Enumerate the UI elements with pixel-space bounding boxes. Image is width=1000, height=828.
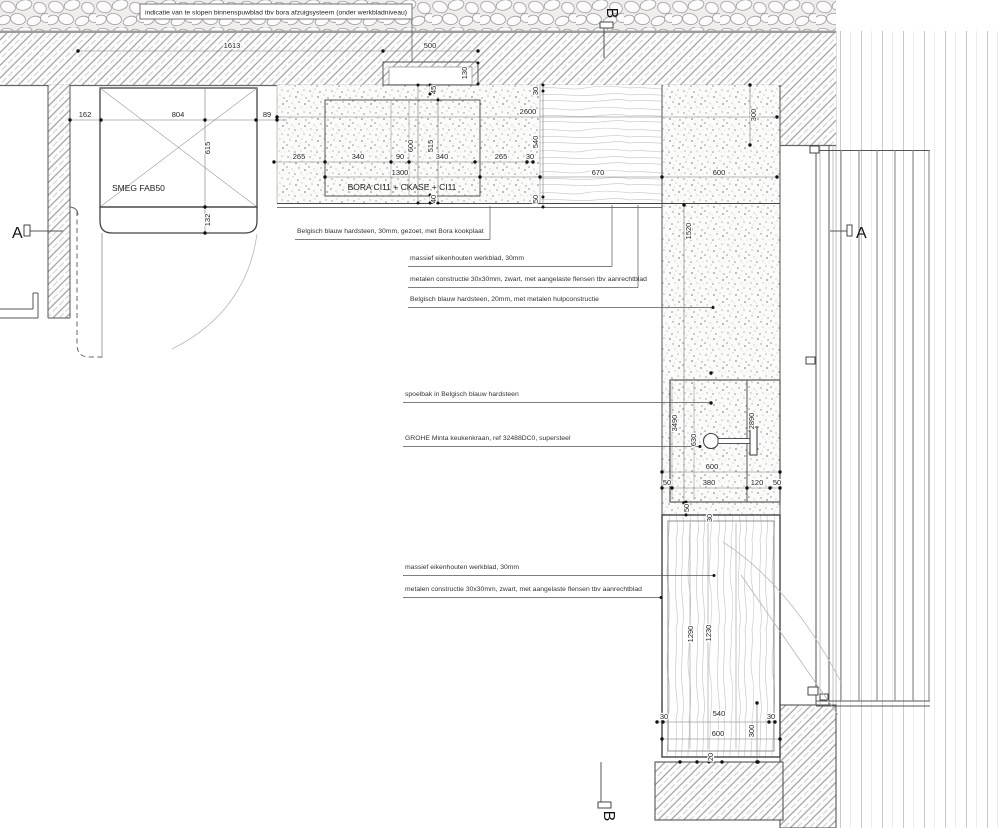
dim-wall-45: 45 [429, 86, 438, 94]
section-marker-a-left: A [12, 224, 63, 242]
dim-fridge-89: 89 [263, 110, 271, 119]
entry-door [69, 206, 103, 358]
dim-sink-600: 600 [706, 462, 719, 471]
counter-front-edge [277, 203, 780, 208]
section-letter-b-top: B [603, 8, 620, 19]
dim-stone-600: 600 [713, 168, 726, 177]
exterior-pebble-wall [0, 0, 836, 33]
wood-counter-top [539, 85, 662, 203]
fridge-door [99, 206, 258, 234]
left-wall-column [47, 85, 71, 319]
dim-counter-2600: 2600 [520, 107, 537, 116]
note-werkblad-bottom: massief eikenhouten werkblad, 30mm [405, 564, 519, 571]
window-frame [805, 145, 930, 707]
demolish-note-text: indicatie van te slopen binnenspuwblad t… [145, 10, 407, 17]
dim-fridge-804: 804 [172, 110, 185, 119]
dim-table-30-right: 30 [767, 712, 775, 721]
dim-hob-340-left: 340 [352, 152, 365, 161]
annotation-leaders [295, 205, 714, 598]
dim-sink-50-right: 50 [773, 478, 781, 487]
dim-table-1230: 1230 [704, 625, 713, 642]
terrace-decking [835, 31, 1000, 828]
dim-table-1290: 1290 [686, 626, 695, 643]
door-panels [840, 150, 930, 701]
top-wall-hatched [0, 33, 836, 147]
dim-recess-500: 500 [424, 41, 437, 50]
dim-hob-515: 515 [426, 140, 435, 153]
section-letter-a-left: A [12, 225, 23, 242]
bora-hob [324, 85, 481, 203]
frame-hinge-marks [805, 145, 829, 701]
dim-table-540: 540 [713, 709, 726, 718]
section-marker-b-top: B [599, 8, 620, 58]
wood-table [661, 514, 842, 758]
dim-hob-340-right: 340 [436, 152, 449, 161]
dim-right-300: 300 [749, 109, 758, 122]
dim-gap-50: 50 [682, 504, 691, 512]
dim-run-1520: 1520 [684, 223, 693, 240]
note-kraan: GROHE Minta keukenkraan, ref 32488DC0, s… [405, 435, 571, 442]
dim-table-300: 300 [747, 725, 756, 738]
dim-counter-50: 50 [531, 195, 540, 203]
dim-hob-600: 600 [406, 140, 415, 153]
dim-hob-265-left: 265 [293, 152, 306, 161]
dim-sink-630: 630 [689, 434, 698, 447]
dimension-dots [68, 49, 782, 764]
dim-hob-30: 30 [526, 152, 534, 161]
terrace-door-leaf [740, 574, 839, 716]
note-hardsteen-30: Belgisch blauw hardsteen, 30mm, gezoet, … [297, 228, 484, 235]
dim-hob-265-right: 265 [495, 152, 508, 161]
dim-table-30-left: 30 [660, 712, 668, 721]
stone-counter-top [276, 85, 540, 203]
dim-sink-50-left: 50 [663, 478, 671, 487]
dim-wood-670: 670 [592, 168, 605, 177]
hob-label: BORA CI11 + CKASE + CI11 [348, 182, 457, 192]
bottom-right-wall [654, 704, 837, 828]
dim-table-20: 20 [706, 753, 715, 761]
dimension-labels: 1613 500 130 45 162 804 89 615 132 265 3… [78, 40, 783, 762]
terrace-door-swing-arc [722, 541, 842, 683]
note-constructie-bottom: metalen constructie 30x30mm, zwart, met … [405, 586, 642, 593]
note-spoelbak: spoelbak in Belgisch blauw hardsteen [405, 391, 519, 398]
dim-gap-30: 30 [705, 514, 714, 522]
dim-recess-130: 130 [460, 67, 469, 80]
dim-window-2890: 2890 [747, 413, 756, 430]
demolish-note-box: indicatie van te slopen binnenspuwblad t… [139, 3, 413, 20]
dim-fridge-615: 615 [203, 142, 212, 155]
section-marker-a-right: A [830, 224, 867, 242]
dim-hob-40: 40 [429, 195, 438, 203]
dim-sink-380: 380 [703, 478, 716, 487]
dim-fridge-162: 162 [79, 110, 92, 119]
section-letter-a-right: A [856, 225, 867, 242]
annotations: Belgisch blauw hardsteen, 30mm, gezoet, … [297, 228, 647, 593]
sink [669, 379, 781, 503]
dim-fridge-132: 132 [203, 214, 212, 227]
dim-counter-540: 540 [531, 136, 540, 149]
faucet [702, 426, 758, 456]
dim-hob-1300: 1300 [392, 168, 409, 177]
dim-hob-90: 90 [396, 152, 404, 161]
dim-table-600: 600 [712, 729, 725, 738]
note-constructie-top: metalen constructie 30x30mm, zwart, met … [410, 276, 647, 283]
dim-wall-1613: 1613 [224, 41, 241, 50]
dim-run-3490: 3490 [670, 415, 679, 432]
section-letter-b-bottom: B [600, 811, 617, 822]
dim-counter-30: 30 [531, 87, 540, 95]
section-marker-b-bottom: B [597, 762, 617, 822]
dim-sink-120: 120 [751, 478, 764, 487]
left-wall-step [0, 292, 39, 319]
fridge-label: SMEG FAB50 [112, 183, 165, 193]
fridge-door-swing-arc [171, 233, 258, 350]
note-werkblad-top: massief eikenhouten werkblad, 30mm [410, 255, 524, 262]
fridge [99, 87, 258, 350]
note-hardsteen-20: Belgisch blauw hardsteen, 20mm, met meta… [410, 296, 599, 303]
